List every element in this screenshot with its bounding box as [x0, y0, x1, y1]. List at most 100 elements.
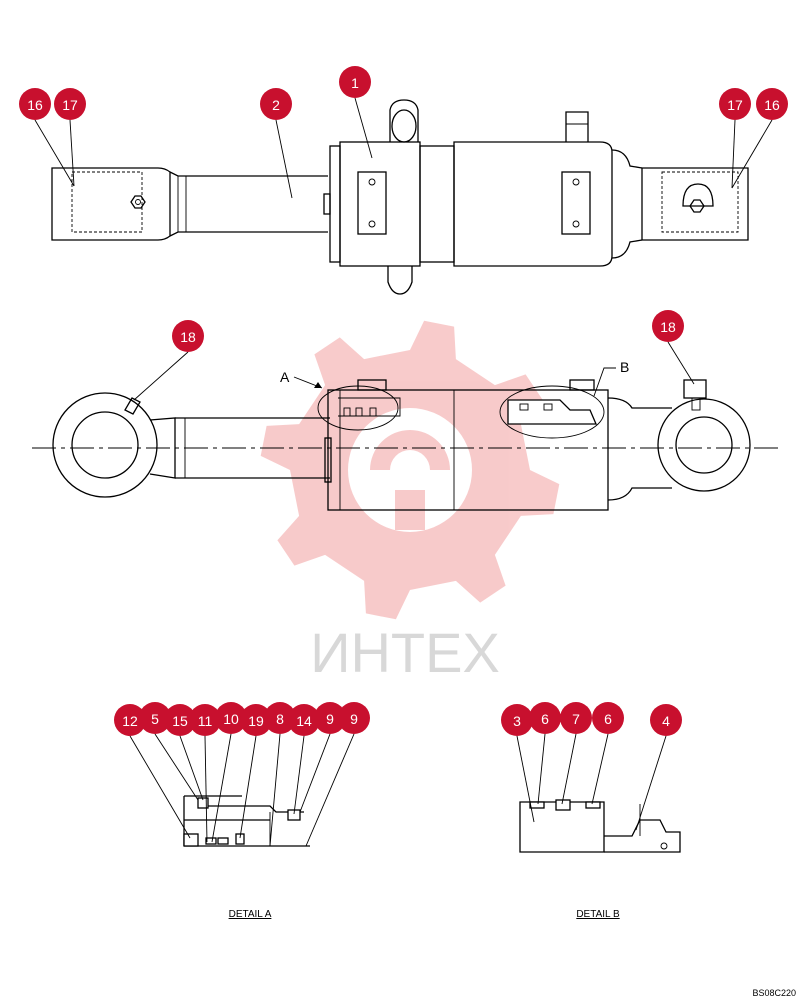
callout-11: 11 — [189, 704, 221, 843]
callout-circle — [650, 704, 682, 736]
callout-leader-line — [129, 735, 191, 839]
callout-circle — [501, 704, 533, 736]
callout-leader-line — [667, 341, 695, 385]
callout-leader-line — [133, 351, 189, 401]
callout-leader-line — [591, 733, 609, 805]
callout-leader-line — [34, 119, 75, 187]
callout-leader-line — [635, 735, 667, 831]
callout-circle — [139, 702, 171, 734]
callout-circle — [172, 320, 204, 352]
callout-leader-line — [299, 733, 331, 813]
callout-number: 15 — [172, 713, 188, 729]
detail-b-drawing — [519, 799, 681, 853]
watermark-gear-logo — [260, 320, 560, 620]
callout-number: 8 — [276, 711, 284, 727]
callout-number: 12 — [122, 713, 138, 729]
section-a-arrow — [314, 382, 322, 388]
callout-number: 6 — [604, 711, 612, 727]
callout-number: 4 — [662, 713, 670, 729]
callout-number: 17 — [62, 97, 78, 113]
callout-leader-line — [293, 735, 305, 815]
drawing-id: BS08C220 — [752, 988, 796, 998]
callout-15: 15 — [164, 704, 204, 801]
callout-circle — [264, 702, 296, 734]
callout-circle — [719, 88, 751, 120]
callout-circle — [529, 702, 561, 734]
callout-18: 18 — [652, 310, 695, 385]
callout-circle — [164, 704, 196, 736]
callout-3: 3 — [501, 704, 535, 823]
callout-leader-line — [204, 735, 208, 843]
callout-5: 5 — [139, 702, 199, 801]
callout-9: 9 — [299, 702, 346, 813]
detail-a-label: DETAIL A — [229, 909, 272, 920]
callout-circle — [756, 88, 788, 120]
callout-circle — [114, 704, 146, 736]
callout-number: 14 — [296, 713, 312, 729]
callout-number: 18 — [180, 329, 196, 345]
callout-7: 7 — [560, 702, 592, 805]
callout-number: 7 — [572, 711, 580, 727]
callout-6: 6 — [529, 702, 561, 805]
callout-6: 6 — [591, 702, 624, 805]
callout-number: 2 — [272, 97, 280, 113]
callout-circle — [314, 702, 346, 734]
callout-circle — [240, 704, 272, 736]
callout-number: 16 — [27, 97, 43, 113]
callout-14: 14 — [288, 704, 320, 815]
callout-leader-line — [305, 733, 355, 847]
callout-2: 2 — [260, 88, 293, 199]
callout-4: 4 — [635, 704, 682, 831]
section-b-leader — [593, 367, 616, 397]
callout-9: 9 — [305, 702, 370, 847]
callout-circle — [592, 702, 624, 734]
callout-number: 9 — [350, 711, 358, 727]
callout-number: 11 — [198, 713, 213, 729]
callout-10: 10 — [211, 702, 247, 843]
callout-number: 19 — [248, 713, 264, 729]
callout-number: 9 — [326, 711, 334, 727]
callout-circle — [288, 704, 320, 736]
callout-circle — [189, 704, 221, 736]
callout-leader-line — [269, 733, 281, 847]
callout-leader-line — [239, 735, 257, 839]
callout-8: 8 — [264, 702, 296, 847]
callout-leader-line — [731, 119, 773, 189]
callout-17: 17 — [54, 88, 86, 187]
callout-circle — [260, 88, 292, 120]
cylinder-side-view — [32, 379, 780, 511]
callout-circle — [19, 88, 51, 120]
callout-number: 17 — [727, 97, 743, 113]
callout-leader-line — [354, 97, 373, 159]
section-marker-b: B — [620, 359, 629, 375]
watermark-text: ИНТЕХ — [310, 621, 500, 684]
callout-leader-line — [154, 733, 199, 801]
callout-leader-line — [731, 119, 736, 189]
callout-18: 18 — [133, 320, 204, 401]
callout-number: 6 — [541, 711, 549, 727]
callout-circle — [560, 702, 592, 734]
cylinder-top-view — [51, 99, 749, 295]
callout-leader-line — [69, 119, 75, 187]
callout-circle — [215, 702, 247, 734]
callout-circle — [652, 310, 684, 342]
callout-leader-line — [179, 735, 204, 801]
callout-1: 1 — [339, 66, 373, 159]
section-marker-a: A — [280, 369, 290, 385]
callout-number: 10 — [223, 711, 239, 727]
callout-19: 19 — [239, 704, 272, 839]
callout-17: 17 — [719, 88, 751, 189]
callout-circle — [54, 88, 86, 120]
callout-leader-line — [537, 733, 546, 805]
callout-16: 16 — [19, 88, 75, 187]
detail-b-label: DETAIL B — [576, 909, 620, 920]
callout-16: 16 — [731, 88, 788, 189]
callout-leader-line — [561, 733, 577, 805]
callout-circle — [338, 702, 370, 734]
callout-number: 16 — [764, 97, 780, 113]
callout-number: 18 — [660, 319, 676, 335]
callout-leader-line — [275, 119, 293, 199]
callout-leader-line — [211, 733, 232, 843]
